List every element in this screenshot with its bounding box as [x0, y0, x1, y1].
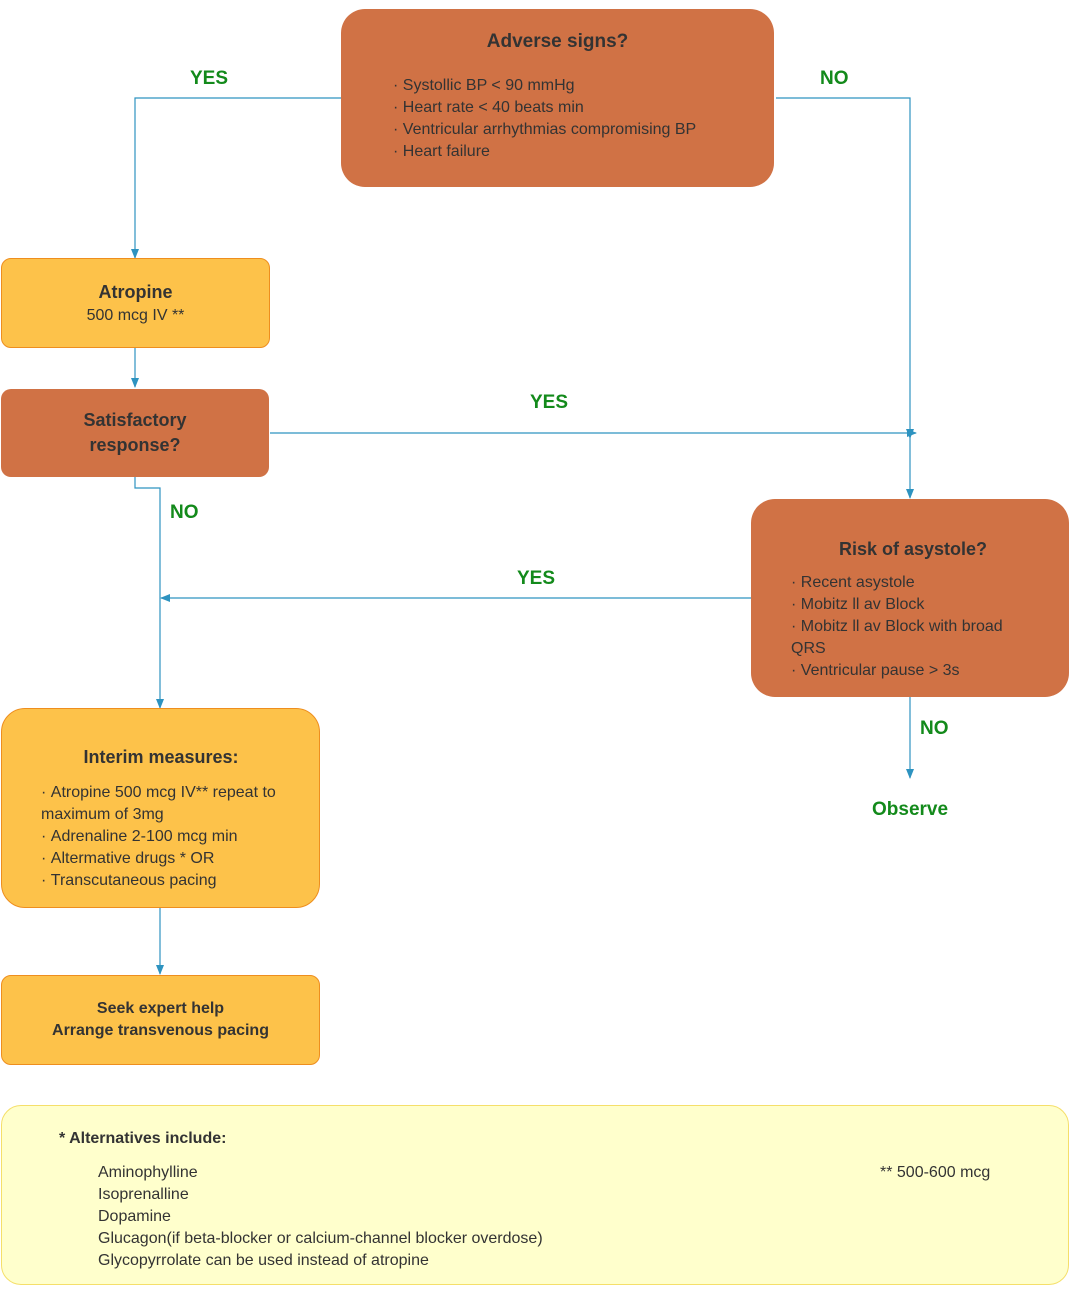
alternative-item: Dopamine	[98, 1208, 171, 1225]
asystole-risk-item: Mobitz ll av Block	[791, 594, 1035, 616]
interim-measure-item: Atropine 500 mcg IV** repeat to maximum …	[41, 782, 295, 826]
arrow-adverse-to-atropine	[131, 97, 341, 259]
asystole-risk-item: Mobitz ll av Block with broad QRS	[791, 616, 1035, 660]
alternative-item: Glycopyrrolate can be used instead of at…	[98, 1252, 429, 1269]
interim-title: Interim measures:	[83, 747, 239, 767]
atropine-title: Atropine	[98, 281, 173, 302]
observe-label: Observe	[872, 799, 949, 820]
expert-line2: Arrange transvenous pacing	[52, 1022, 269, 1039]
label-yes-satisfactory: YES	[530, 392, 569, 413]
interim-measure-item: Adrenaline 2-100 mcg min	[41, 826, 295, 848]
label-yes-adverse: YES	[190, 68, 229, 89]
satisfactory-response-box: Satisfactory response?	[1, 389, 269, 477]
arrow-satisfactory-no	[134, 477, 164, 709]
label-yes-asystole: YES	[517, 568, 556, 589]
atropine-dose: 500 mcg IV **	[86, 306, 185, 324]
atropine-box: Atropine 500 mcg IV **	[1, 258, 270, 348]
adverse-signs-list: Systollic BP < 90 mmHgHeart rate < 40 be…	[393, 75, 750, 163]
notes-dose: ** 500-600 mcg	[880, 1164, 991, 1181]
adverse-sign-item: Systollic BP < 90 mmHg	[393, 75, 750, 97]
asystole-risk-item: Ventricular pause > 3s	[791, 660, 1035, 682]
alternative-item: Isoprenalline	[98, 1186, 189, 1203]
adverse-sign-item: Heart failure	[393, 141, 750, 163]
satisfactory-line2: response?	[89, 435, 181, 455]
arrow-adverse-to-junction	[776, 97, 914, 439]
interim-measures-box: Interim measures: Atropine 500 mcg IV** …	[1, 708, 320, 908]
adverse-sign-item: Ventricular arrhythmias compromising BP	[393, 119, 750, 141]
notes-heading: * Alternatives include:	[59, 1130, 227, 1147]
asystole-title: Risk of asystole?	[838, 539, 988, 559]
adverse-signs-box: Adverse signs? Systollic BP < 90 mmHgHea…	[341, 9, 774, 187]
asystole-risk-item: Recent asystole	[791, 572, 1035, 594]
adverse-sign-item: Heart rate < 40 beats min	[393, 97, 750, 119]
risk-of-asystole-box: Risk of asystole? Recent asystoleMobitz …	[751, 499, 1069, 697]
satisfactory-line1: Satisfactory	[83, 410, 187, 430]
interim-list: Atropine 500 mcg IV** repeat to maximum …	[41, 782, 295, 892]
asystole-list: Recent asystoleMobitz ll av BlockMobitz …	[791, 572, 1035, 682]
label-no-asystole: NO	[920, 718, 949, 739]
alternative-item: Glucagon(if beta-blocker or calcium-chan…	[98, 1230, 543, 1247]
adverse-signs-title: Adverse signs?	[486, 31, 629, 52]
interim-measure-item: Transcutaneous pacing	[41, 870, 295, 892]
label-no-satisfactory: NO	[170, 502, 199, 523]
alternative-item: Aminophylline	[98, 1164, 198, 1181]
label-no-adverse: NO	[820, 68, 849, 89]
expert-line1: Seek expert help	[96, 1000, 225, 1017]
expert-help-box: Seek expert help Arrange transvenous pac…	[1, 975, 320, 1065]
interim-measure-item: Altermative drugs * OR	[41, 848, 295, 870]
